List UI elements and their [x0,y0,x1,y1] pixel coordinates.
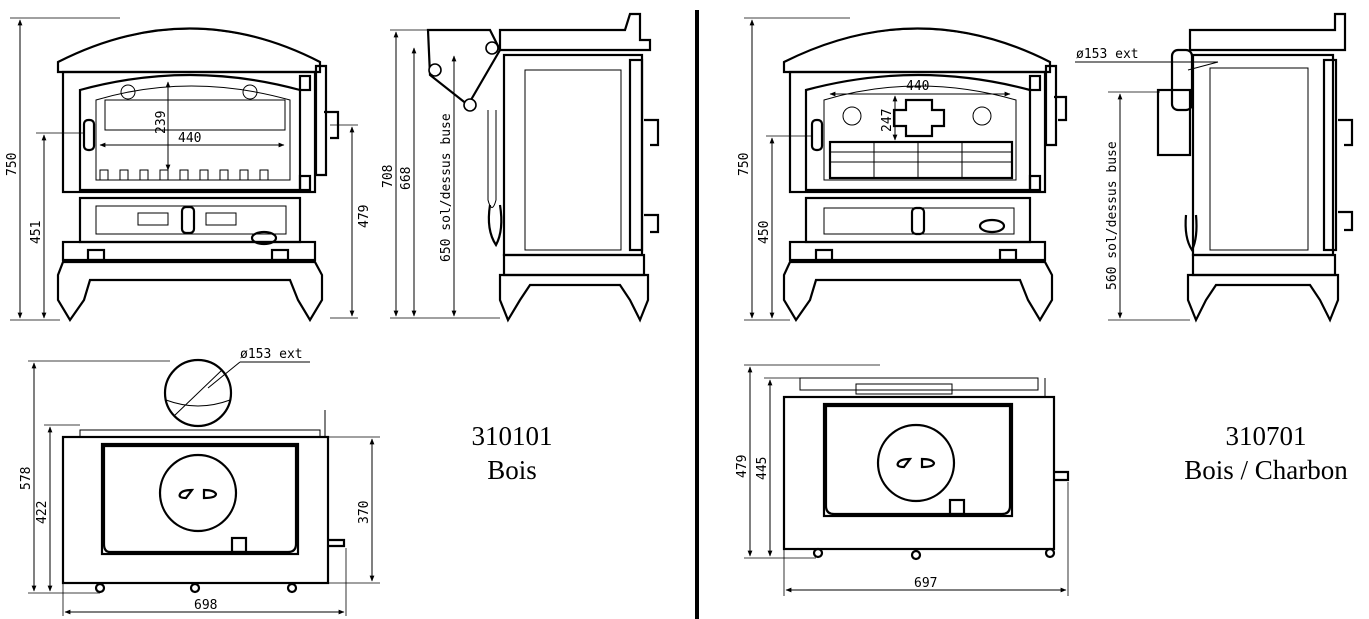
right-front-view [782,27,1068,323]
left-front-view [56,27,340,323]
right-height-handle: 450 [757,221,772,244]
left-front-dimensions: 750 451 440 239 479 [5,17,372,321]
right-model-number: 310701 [1226,421,1307,451]
right-depth-total: 479 [735,455,750,478]
left-depth-370: 370 [357,501,372,524]
left-side-dimensions: 708 668 650 sol/dessus buse [381,29,500,319]
right-fuel-type: Bois / Charbon [1184,455,1348,485]
left-height-hinge: 479 [357,205,372,228]
right-top-dimensions: 479 445 697 [735,364,1069,596]
right-width-total: 697 [914,576,937,591]
left-height-handle: 451 [29,221,44,244]
right-height-total: 750 [737,153,752,176]
left-side-flue-height: 650 sol/dessus buse [439,113,454,262]
left-flue-diameter: ø153 ext [240,347,303,362]
right-flue-diameter: ø153 ext [1076,47,1139,62]
left-side-height-668: 668 [399,167,414,190]
right-side-dimensions: ø153 ext 560 sol/dessus buse [1075,47,1219,321]
left-window-height: 239 [154,111,169,134]
left-top-dimensions: ø153 ext 578 422 370 698 [19,347,380,616]
right-window-height: 247 [880,109,895,132]
right-front-dimensions: 750 450 440 247 [737,17,1011,321]
left-window-width: 440 [178,131,201,146]
left-side-view [426,12,660,323]
right-side-view [1156,12,1354,323]
left-width-total: 698 [194,598,217,613]
left-side-height-708: 708 [381,165,396,188]
right-top-view [782,377,1070,561]
left-depth-body: 422 [35,501,50,524]
left-fuel-type: Bois [487,455,537,485]
right-side-flue-height: 560 sol/dessus buse [1105,141,1120,290]
right-window-width: 440 [906,79,929,94]
right-depth-body: 445 [755,457,770,480]
left-height-total: 750 [5,153,20,176]
left-model-number: 310101 [472,421,553,451]
left-top-view [61,358,346,594]
left-depth-total: 578 [19,467,34,490]
